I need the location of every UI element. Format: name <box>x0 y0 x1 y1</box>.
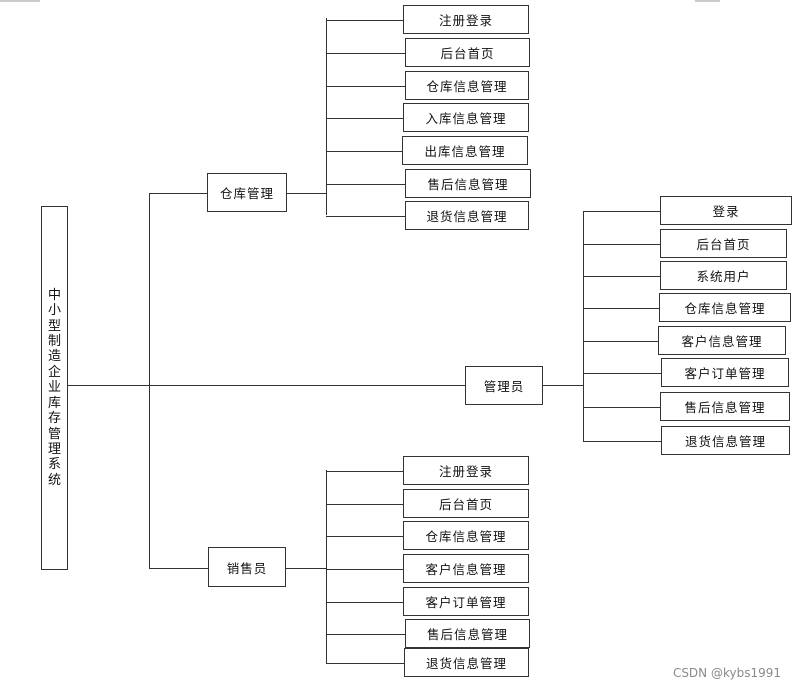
connector-admin-item <box>583 276 660 277</box>
connector-root-trunk <box>68 385 150 386</box>
root-label-char: 系 <box>47 457 61 473</box>
watermark: CSDN @kybs1991 <box>672 666 781 680</box>
connector-warehouse-item <box>326 86 405 87</box>
root-label-char: 小 <box>47 303 61 319</box>
connector-sales-out <box>286 568 327 569</box>
admin-item: 仓库信息管理 <box>659 293 791 322</box>
sales-item: 后台首页 <box>403 489 529 518</box>
sales-item: 客户订单管理 <box>403 587 529 616</box>
admin-item: 客户订单管理 <box>661 358 789 387</box>
root-label-char: 业 <box>47 380 61 396</box>
root-label-char: 统 <box>47 472 61 488</box>
admin-item: 客户信息管理 <box>658 326 786 355</box>
root-label-char: 存 <box>47 411 61 427</box>
warehouse-item: 仓库信息管理 <box>405 71 529 100</box>
connector-admin-item <box>583 407 660 408</box>
branch-node-admin: 管理员 <box>465 366 543 405</box>
root-label-char: 管 <box>47 426 61 442</box>
branch-node-warehouse: 仓库管理 <box>207 173 287 212</box>
connector-sales-spine <box>326 470 327 663</box>
connector-admin-item <box>583 211 660 212</box>
connector-warehouse-spine <box>326 18 327 215</box>
warehouse-item: 退货信息管理 <box>405 201 529 230</box>
connector-warehouse-item <box>326 53 405 54</box>
connector-admin-spine <box>583 211 584 441</box>
root-label-char: 理 <box>47 441 61 457</box>
root-label-char: 库 <box>47 395 61 411</box>
connector-admin-out <box>543 385 584 386</box>
top-edge-mark <box>695 0 720 2</box>
connector-sales-item <box>326 536 403 537</box>
sales-item: 仓库信息管理 <box>403 521 529 550</box>
warehouse-item: 后台首页 <box>405 38 530 67</box>
connector-warehouse-item <box>326 184 405 185</box>
connector-warehouse-item <box>326 118 403 119</box>
connector-to-warehouse <box>149 193 207 194</box>
connector-to-sales <box>149 568 208 569</box>
connector-admin-item <box>583 373 661 374</box>
admin-item: 登录 <box>660 196 792 225</box>
admin-item: 系统用户 <box>660 261 787 290</box>
root-label-char: 制 <box>47 334 61 350</box>
connector-branch-spine <box>149 193 150 569</box>
connector-sales-item <box>326 663 404 664</box>
connector-admin-item <box>583 341 658 342</box>
connector-to-admin <box>149 385 465 386</box>
sales-item: 售后信息管理 <box>405 619 530 648</box>
connector-warehouse-item <box>326 151 402 152</box>
root-label-char: 企 <box>47 364 61 380</box>
warehouse-item: 入库信息管理 <box>403 103 529 132</box>
admin-item: 退货信息管理 <box>661 426 790 455</box>
connector-sales-item <box>326 504 403 505</box>
sales-item: 注册登录 <box>403 456 529 485</box>
root-node: 中小型制造企业库存管理系统 <box>41 206 68 570</box>
sales-item: 退货信息管理 <box>404 648 529 677</box>
connector-warehouse-out <box>287 193 327 194</box>
admin-item: 售后信息管理 <box>660 392 790 421</box>
sales-item: 客户信息管理 <box>403 554 529 583</box>
connector-admin-item <box>583 244 660 245</box>
warehouse-item: 售后信息管理 <box>405 169 531 198</box>
branch-node-sales: 销售员 <box>208 547 286 587</box>
connector-sales-item <box>326 634 405 635</box>
connector-admin-item <box>583 441 661 442</box>
connector-sales-item <box>326 569 403 570</box>
root-label-char: 中 <box>47 287 61 303</box>
root-label-char: 造 <box>47 349 61 365</box>
warehouse-item: 注册登录 <box>403 5 529 34</box>
connector-admin-item <box>583 308 659 309</box>
top-edge-mark <box>0 0 40 2</box>
connector-warehouse-item <box>326 20 403 21</box>
warehouse-item: 出库信息管理 <box>402 136 528 165</box>
connector-sales-item <box>326 602 403 603</box>
connector-warehouse-item <box>326 216 405 217</box>
root-label-char: 型 <box>47 318 61 334</box>
connector-sales-item <box>326 471 403 472</box>
admin-item: 后台首页 <box>660 229 787 258</box>
